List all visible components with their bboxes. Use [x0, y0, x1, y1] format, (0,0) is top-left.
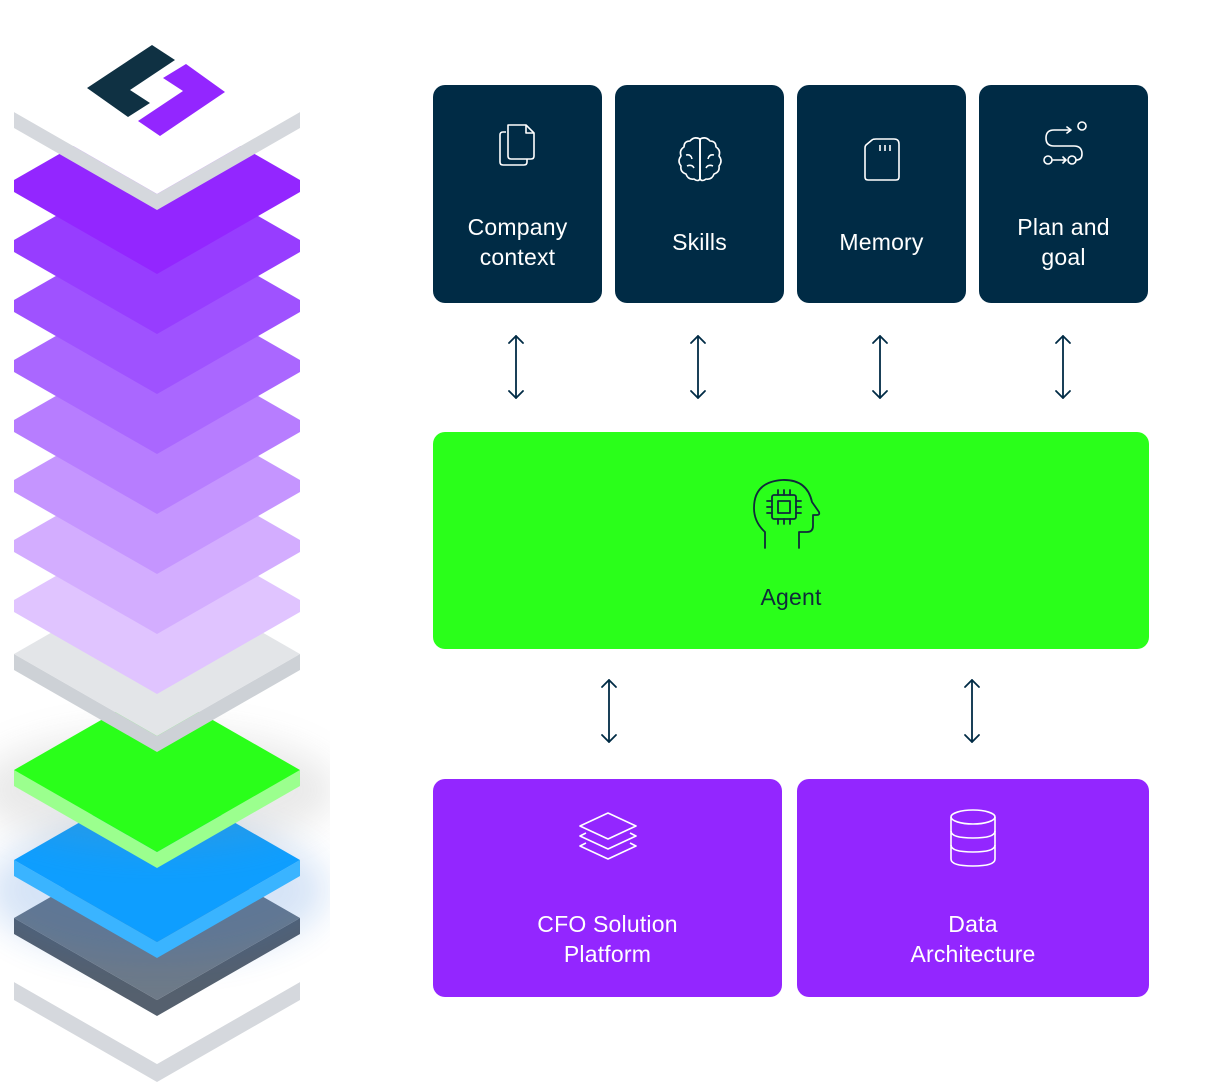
- card-cfo-solution-platform: CFO Solution Platform: [433, 779, 782, 997]
- bidirectional-arrow-icon: [872, 335, 888, 399]
- bidirectional-arrow-icon: [964, 679, 980, 743]
- memory-card-icon: [863, 138, 900, 181]
- card-label: CFO Solution Platform: [537, 911, 678, 967]
- bidirectional-arrow-icon: [690, 335, 706, 399]
- brain-icon: [677, 137, 722, 182]
- stack-layer-green: [0, 688, 330, 868]
- card-memory: Memory: [797, 85, 966, 303]
- card-plan-and-goal: Plan and goal: [979, 85, 1148, 303]
- bidirectional-arrow-icon: [601, 679, 617, 743]
- documents-icon: [498, 124, 535, 166]
- card-data-architecture: Data Architecture: [797, 779, 1149, 997]
- database-icon: [950, 809, 996, 867]
- layer-stack-illustration: [0, 30, 330, 1082]
- ai-head-chip-icon: [753, 478, 821, 549]
- layers-icon: [578, 812, 637, 860]
- bidirectional-arrow-icon: [1055, 335, 1071, 399]
- card-label: Skills: [672, 229, 727, 255]
- bidirectional-arrow-icon: [508, 335, 524, 399]
- card-company-context: Company context: [433, 85, 602, 303]
- card-label: Company context: [467, 214, 568, 270]
- card-agent: Agent: [433, 432, 1149, 649]
- card-label: Agent: [760, 583, 822, 610]
- brand-logo-icon: [87, 45, 225, 136]
- card-skills: Skills: [615, 85, 784, 303]
- route-icon: [1042, 121, 1087, 165]
- card-label: Data Architecture: [910, 911, 1036, 967]
- card-label: Memory: [839, 229, 924, 255]
- card-label: Plan and goal: [1017, 214, 1110, 270]
